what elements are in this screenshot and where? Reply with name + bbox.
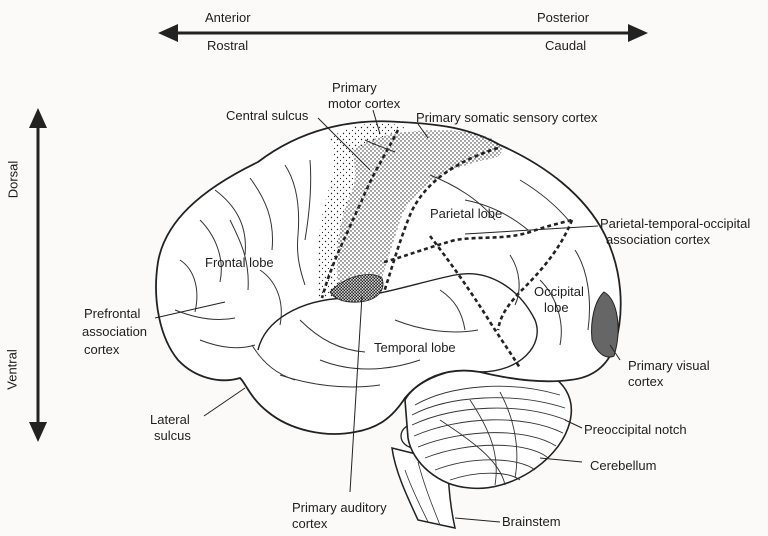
prefrontal-label-3: cortex [84,342,119,358]
prefrontal-label-2: association [82,324,147,340]
ventral-label: Ventral [5,349,20,389]
primary-visual-label-2: cortex [628,374,663,390]
dorsal-label: Dorsal [5,161,20,199]
dorsal-ventral-arrow [29,108,47,442]
occipital-lobe-label-1: Occipital [534,284,584,300]
primary-auditory-label-1: Primary auditory [292,500,387,516]
rostral-label: Rostral [207,38,248,54]
caudal-label: Caudal [545,38,586,54]
cerebellum-label: Cerebellum [590,458,656,474]
central-sulcus-label: Central sulcus [226,108,308,124]
cerebellum-shape [405,366,571,489]
preoccipital-notch-label: Preoccipital notch [584,422,687,438]
somatosensory-cortex-label: Primary somatic sensory cortex [416,110,597,126]
parietal-lobe-label: Parietal lobe [430,206,502,222]
brainstem-label: Brainstem [502,514,561,530]
occipital-lobe-label-2: lobe [544,300,569,316]
primary-visual-label-1: Primary visual [628,358,710,374]
frontal-lobe-label: Frontal lobe [205,255,274,271]
ptoa-cortex-label-1: Parietal-temporal-occipital [600,216,750,232]
lateral-sulcus-label-2: sulcus [154,428,191,444]
anterior-label: Anterior [205,10,251,26]
temporal-lobe-label: Temporal lobe [374,340,456,356]
primary-motor-cortex-label-1: Primary [332,80,377,96]
lateral-sulcus-label-1: Lateral [150,412,190,428]
posterior-label: Posterior [537,10,589,26]
primary-auditory-label-2: cortex [292,516,327,532]
primary-motor-cortex-label-2: motor cortex [328,96,400,112]
ptoa-cortex-label-2: association cortex [606,232,710,248]
prefrontal-label-1: Prefrontal [84,306,140,322]
